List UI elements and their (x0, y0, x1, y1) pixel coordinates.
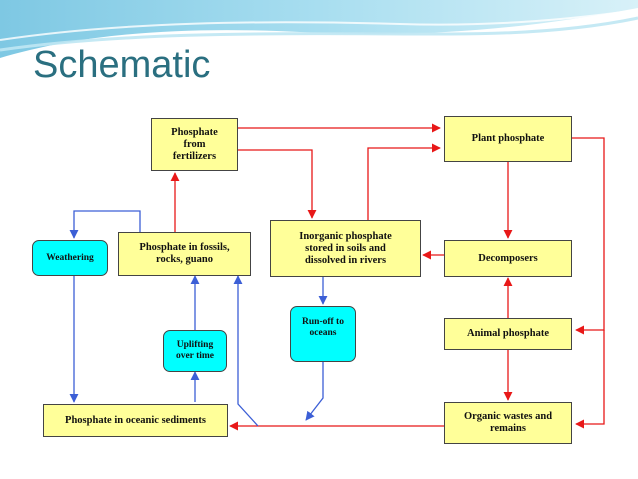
arrow-fossils-to-weathering (69, 210, 141, 239)
box-plant-phosphate: Plant phosphate (444, 116, 572, 162)
arrow-oceanic-to-fossils (233, 275, 259, 427)
arrow-plant-to-wastes (575, 330, 605, 429)
box-organic-wastes: Organic wastes and remains (444, 402, 572, 444)
slide-title: Schematic (33, 44, 211, 86)
arrow-inorganic-to-plant (367, 143, 441, 220)
box-phosphate-in-oceanic-sediments: Phosphate in oceanic sediments (43, 404, 228, 437)
box-phosphate-from-fertilizers: Phosphate from fertilizers (151, 118, 238, 171)
box-animal-phosphate: Animal phosphate (444, 318, 572, 350)
arrow-runoff-to-oceanic (305, 362, 324, 421)
diagram-background (33, 116, 606, 446)
box-decomposers: Decomposers (444, 240, 572, 277)
arrow-plant-to-animal (572, 137, 605, 335)
process-weathering: Weathering (32, 240, 108, 276)
process-uplifting-over-time: Uplifting over time (163, 330, 227, 372)
box-inorganic-phosphate: Inorganic phosphate stored in soils and … (270, 220, 421, 277)
process-run-off-to-oceans: Run-off to oceans (290, 306, 356, 362)
arrow-fertilizers-to-inorganic (238, 149, 317, 219)
header-wave-decoration (0, 0, 638, 58)
box-phosphate-in-fossils: Phosphate in fossils, rocks, guano (118, 232, 251, 276)
